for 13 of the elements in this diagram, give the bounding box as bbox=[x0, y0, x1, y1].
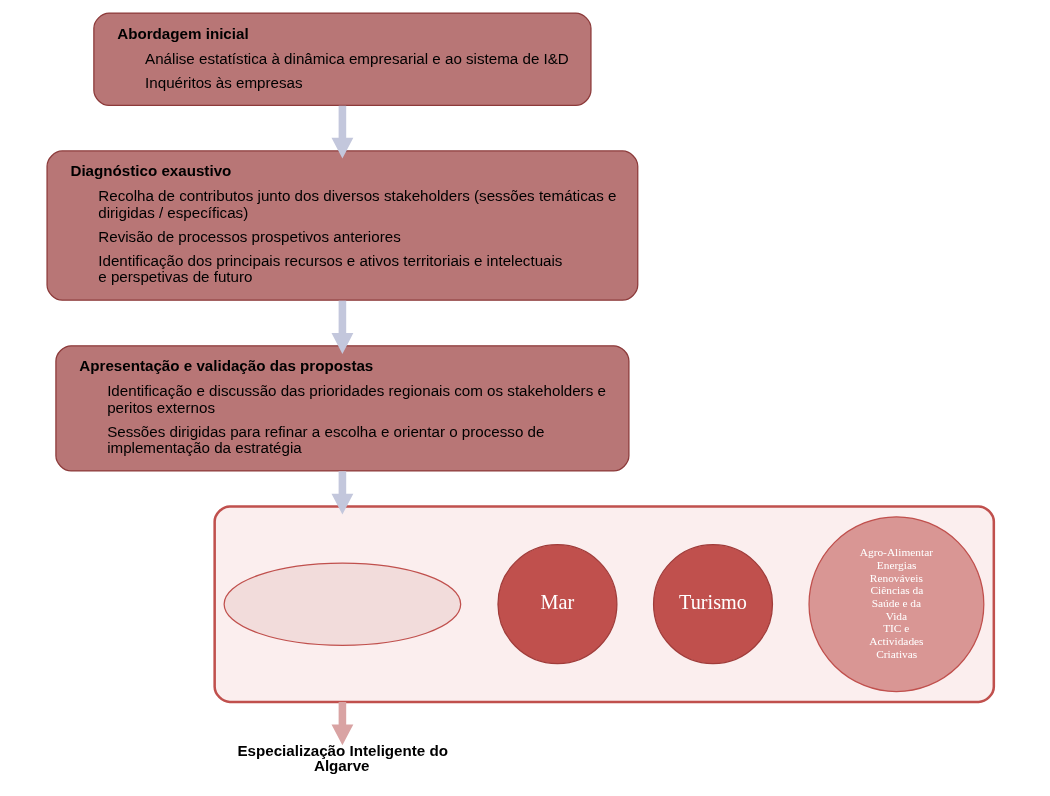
node-box: Abordagem inicial Análise estatística à dinâmica empresarial e ao sistema de I&D Inquéritos às empresas bbox=[92, 12, 592, 107]
node-circle: Agro-Alimentar Energias Renováveis Ciências da Saúde e da Vida TIC e Actividades Criativas bbox=[807, 516, 984, 693]
arrow bbox=[331, 471, 353, 515]
node-circle: Turismo bbox=[652, 544, 773, 665]
cluster bbox=[212, 505, 995, 704]
node-box: Apresentação e validação das propostas Identificação e discussão das prioridades regionais com os stakeholders e peritos externos Sessões dirigidas para refinar a escolha e orientar o processo de implementação da estratégia bbox=[54, 345, 630, 472]
arrow bbox=[331, 105, 353, 159]
node-circle: Mar bbox=[496, 544, 617, 665]
arrow bbox=[331, 701, 353, 746]
node-ellipse bbox=[223, 562, 461, 646]
node-box: Diagnóstico exaustivo Recolha de contributos junto dos diversos stakeholders (sessões temáticas e dirigidas / específicas) Revisão de processos prospetivos anteriores Identificação dos principais recursos e ativos territoriais e intelectuais e perspetivas de futuro bbox=[45, 150, 638, 301]
node-text: Especialização Inteligente do Algarve bbox=[236, 741, 448, 775]
arrow bbox=[331, 300, 353, 354]
